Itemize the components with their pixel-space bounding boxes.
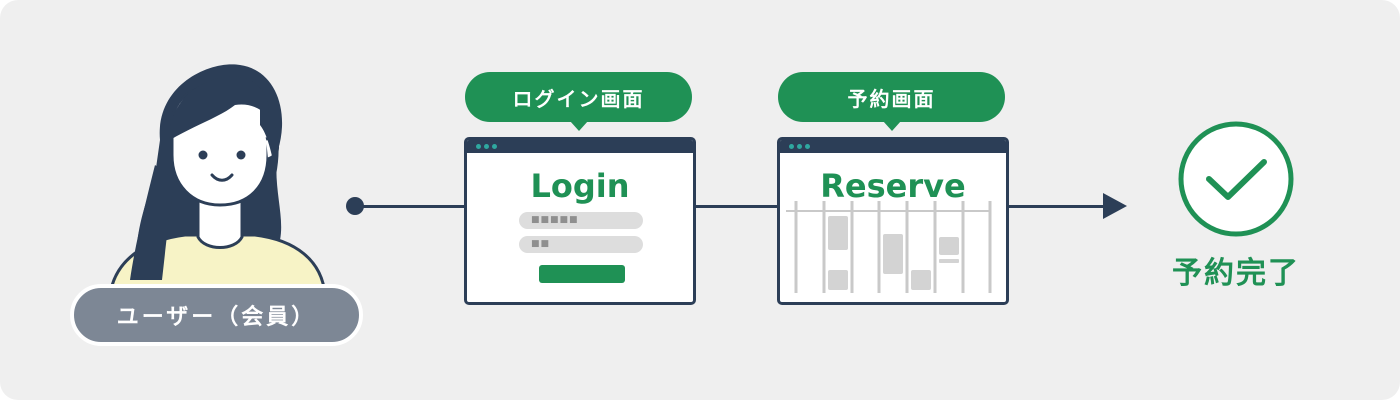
- login-window-titlebar: [467, 140, 693, 153]
- reservation-complete-label: 予約完了: [1172, 256, 1300, 291]
- reservation-calendar-grid: [786, 201, 992, 293]
- window-dot-icon: [492, 144, 497, 149]
- flow-start-dot: [346, 197, 364, 215]
- window-dot-icon: [484, 144, 489, 149]
- flow-arrow-head: [1103, 193, 1127, 219]
- window-dot-icon: [797, 144, 802, 149]
- reserve-screen-label: 予約画面: [778, 72, 1005, 131]
- window-dot-icon: [789, 144, 794, 149]
- flow-connector-line: [355, 205, 1110, 208]
- reserve-window: Reserve: [777, 137, 1009, 305]
- username-field: ■■■■■: [519, 212, 643, 229]
- login-screen-label: ログイン画面: [465, 72, 692, 131]
- window-dot-icon: [805, 144, 810, 149]
- login-submit-button: [539, 265, 625, 283]
- user-avatar-illustration: [108, 64, 327, 297]
- reserve-window-titlebar: [780, 140, 1006, 153]
- login-heading: Login: [530, 167, 630, 205]
- user-member-badge: ユーザー（会員）: [70, 284, 363, 346]
- password-field: ■■: [519, 236, 643, 253]
- reserve-heading: Reserve: [820, 167, 966, 205]
- window-dot-icon: [476, 144, 481, 149]
- login-window: Login ■■■■■ ■■: [464, 137, 696, 305]
- check-icon: [1178, 121, 1294, 237]
